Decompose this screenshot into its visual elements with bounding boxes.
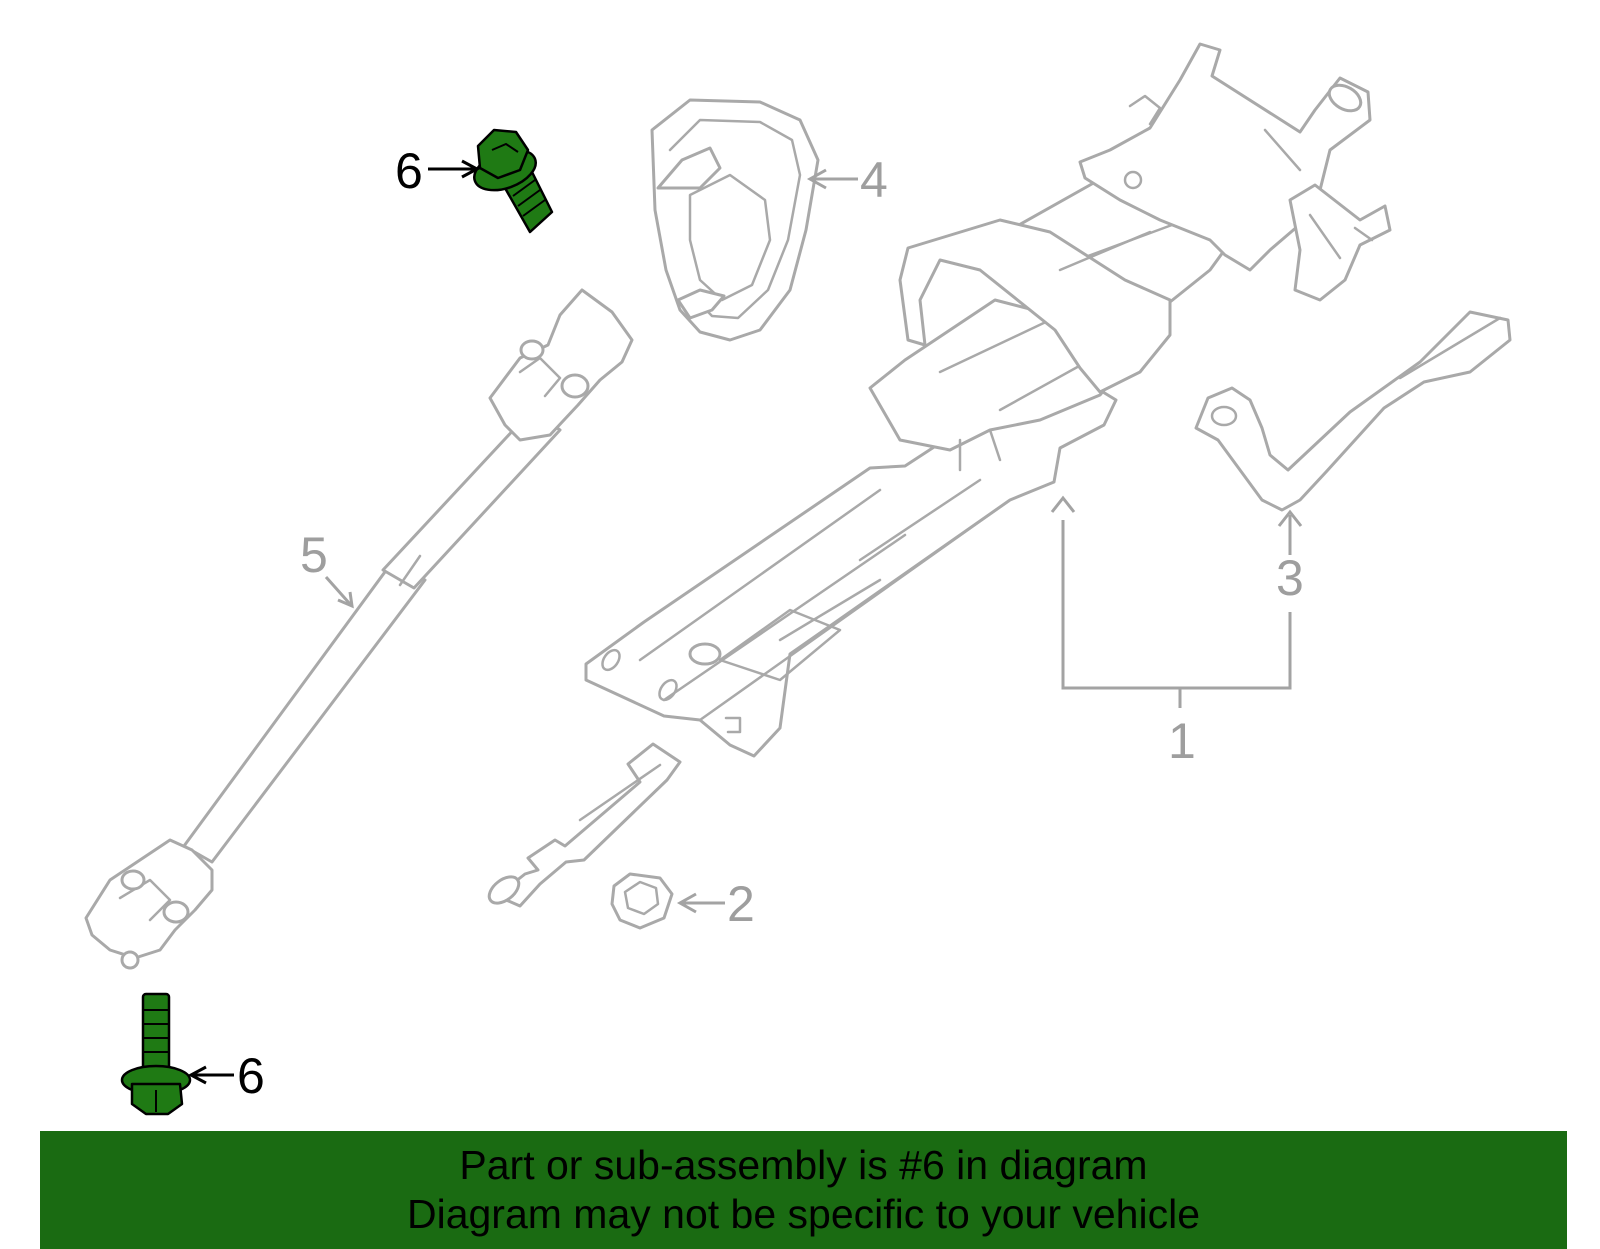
callout-6-bottom: 6 <box>237 1048 265 1104</box>
flange-nut <box>610 872 674 930</box>
banner-line-1: Part or sub-assembly is #6 in diagram <box>459 1142 1148 1188</box>
callout-2: 2 <box>727 876 755 932</box>
callout-1: 1 <box>1168 713 1196 769</box>
bolt-top-highlighted <box>473 128 554 234</box>
callout-3: 3 <box>1276 550 1304 606</box>
leader-lines <box>187 159 1303 1085</box>
callout-5: 5 <box>300 527 328 583</box>
column-cover <box>650 98 820 342</box>
steering-column-housing <box>487 42 1392 908</box>
callout-6-top: 6 <box>395 143 423 199</box>
banner-line-2: Diagram may not be specific to your vehi… <box>406 1191 1200 1237</box>
callout-4: 4 <box>860 152 888 208</box>
tilt-lever <box>1194 310 1512 512</box>
info-banner: Part or sub-assembly is #6 in diagram Di… <box>40 1131 1567 1249</box>
bolt-bottom-highlighted <box>120 992 192 1116</box>
intermediate-shaft <box>84 288 634 970</box>
